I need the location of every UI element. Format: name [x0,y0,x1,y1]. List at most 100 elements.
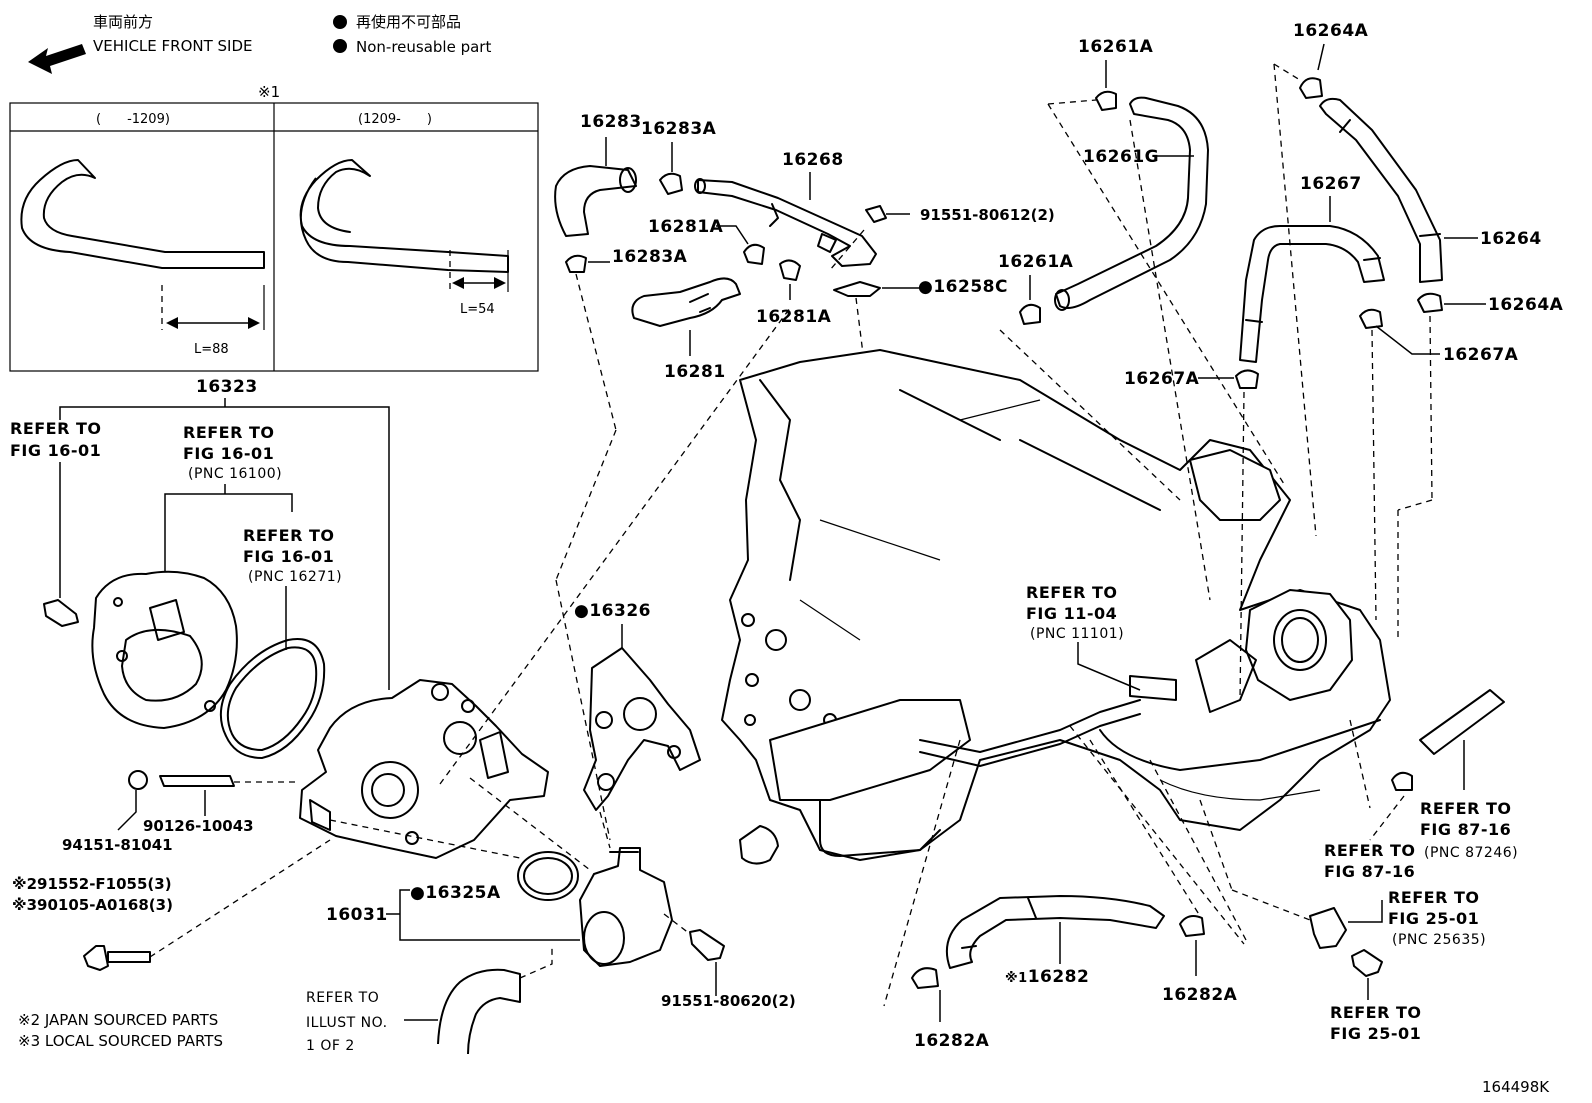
label-16323: 16323 [196,377,258,397]
refer-illust-no: ILLUST NO. [306,1015,388,1031]
label-16282a-left: 16282A [914,1031,990,1051]
bolt-icon [689,929,725,961]
label-16283a-top: 16283A [641,119,717,139]
gasket-16258c [833,281,881,297]
vehicle-front-indicator: 車両前方 VEHICLE FRONT SIDE [28,13,253,74]
label-291552: ※291552-F1055(3) [12,875,172,893]
label-91551-80612: 91551-80612(2) [920,206,1055,224]
refer-one-of-two: 1 OF 2 [306,1038,355,1054]
inset-left-length: L=88 [194,342,229,357]
hose-clamp-icon [659,172,683,195]
refer-fig-87-16-a: FIG 87-16 [1420,820,1511,839]
refer-pnc-11101: (PNC 11101) [1030,626,1124,642]
hose-clamp-icon [1359,308,1383,329]
inset-right-range: (1209- ) [358,112,432,127]
water-inlet-group: ●16326 ●16325A 16031 91551-80620(2) REFE… [18,307,796,1055]
hose-variant-b [299,159,509,273]
refer-to: REFER TO [1420,799,1512,818]
refer-fig-16-01-b: FIG 16-01 [183,444,274,463]
hose-variant-a [20,159,265,269]
note-japan-sourced: ※2 JAPAN SOURCED PARTS [18,1011,218,1029]
hose-16283 [554,165,637,237]
hose-clamp-icon [1417,292,1443,313]
engine-assembly: REFER TO FIG 11-04 (PNC 11101) [721,349,1391,865]
hose-16282 [946,895,1165,969]
label-16283: 16283 [580,112,642,132]
label-390105: ※390105-A0168(3) [12,896,173,914]
label-16264a-right: 16264A [1488,295,1564,315]
hose-clamp-icon [1391,771,1413,791]
hose-16281 [631,277,741,327]
bypass-hose-group: 16283 16283A 16268 91551-80612(2) ●16258… [554,112,1055,841]
water-inlet-housing [579,847,673,967]
gasket-ring [219,638,326,759]
refer-to: REFER TO [1388,888,1480,907]
label-16281a-a: 16281A [648,217,724,237]
label-16268: 16268 [782,150,844,170]
label-16281: 16281 [664,362,726,382]
refer-fig-16-01-a: FIG 16-01 [10,441,101,460]
refer-fig-16-01-c: FIG 16-01 [243,547,334,566]
legend: 再使用不可部品 Non-reusable part [333,13,491,56]
bolt-icon [83,945,109,971]
refer-pnc-16271: (PNC 16271) [248,569,342,585]
heater-hose-group: 16261A 16261G 16261A 16264A 16264 16264A… [998,21,1564,701]
label-16282a-right: 16282A [1162,985,1238,1005]
legend-dot-icon [333,15,347,29]
label-16261a-mid: 16261A [998,252,1074,272]
label-16267a-left: 16267A [1124,369,1200,389]
label-16261a-top: 16261A [1078,37,1154,57]
bracket-25635 [1309,907,1347,949]
lower-hose [437,968,521,1055]
bolt-icon [1351,949,1383,977]
hose-clamp-icon [1179,915,1205,937]
legend-dot-icon [333,39,347,53]
stud-bolt [159,775,235,787]
hose-16264 [1319,97,1443,283]
hose-clamp-icon [565,254,587,273]
refer-to: REFER TO [1330,1003,1422,1022]
label-16267a-right: 16267A [1443,345,1519,365]
direction-en: VEHICLE FRONT SIDE [93,37,253,55]
refer-fig-25-01-a: FIG 25-01 [1388,909,1479,928]
throttle-body [1245,589,1353,701]
right-references: REFER TO FIG 87-16 (PNC 87246) REFER TO … [1309,689,1550,1096]
label-90126-10043: 90126-10043 [143,817,254,835]
label-91551-80620: 91551-80620(2) [661,992,796,1010]
note-local-sourced: ※3 LOCAL SOURCED PARTS [18,1032,223,1050]
front-arrow-icon [28,44,86,74]
lower-hose-group: ※116282 16282A 16282A [883,719,1371,1051]
refer-to: REFER TO [10,419,102,438]
refer-fig-11-04: FIG 11-04 [1026,604,1117,623]
label-94151-81041: 94151-81041 [62,836,173,854]
hose-16261g [1055,96,1209,309]
bolt-icon [128,770,148,790]
label-16264a-top: 16264A [1293,21,1369,41]
refer-to: REFER TO [183,423,275,442]
hose-clamp-icon [1019,303,1041,325]
variant-inset: ※1 ( -1209) (1209- ) L=88 L=54 [9,83,539,372]
refer-to: REFER TO [1026,583,1118,602]
hose-clamp-icon [1095,90,1117,111]
refer-to: REFER TO [1324,841,1416,860]
label-16267: 16267 [1300,174,1362,194]
refer-to: REFER TO [306,990,379,1006]
label-16283a-b: 16283A [612,247,688,267]
refer-fig-87-16-b: FIG 87-16 [1324,862,1415,881]
label-16031: 16031 [326,905,388,925]
pump-cover [91,570,238,729]
label-16281a-b: 16281A [756,307,832,327]
label-16258c: ●16258C [918,277,1008,297]
direction-jp: 車両前方 [93,13,153,31]
refer-to: REFER TO [243,526,335,545]
hose-16267 [1239,225,1385,363]
label-16325a: ●16325A [410,883,501,903]
bolt-icon [43,599,79,627]
hose-clamp-icon [1235,369,1259,389]
inset-ref-mark: ※1 [258,83,280,101]
hose-clamp-icon [779,259,801,281]
label-16326: ●16326 [574,601,651,621]
water-bypass-pipe [697,179,877,267]
